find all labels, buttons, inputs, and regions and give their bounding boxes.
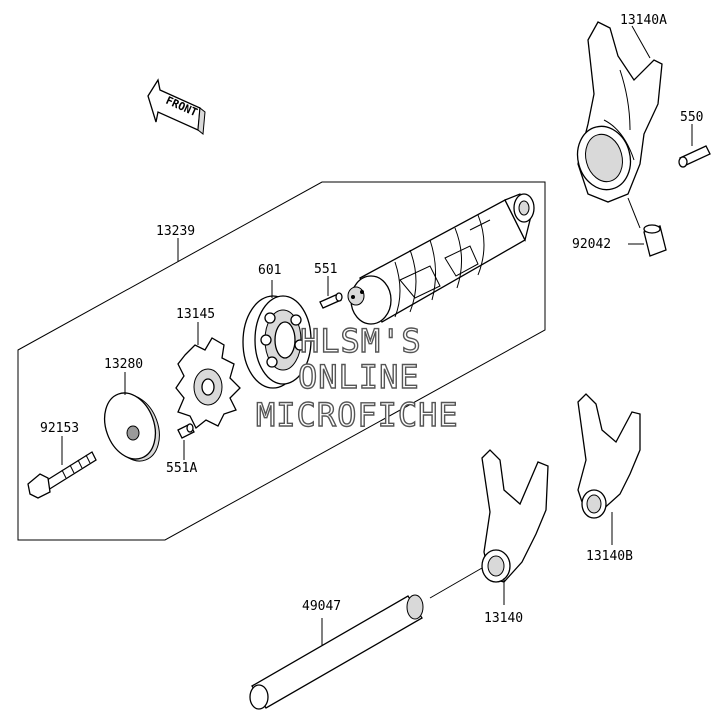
watermark-line1: HLSM'S [300,322,422,360]
label-92153: 92153 [40,421,79,436]
shift-fork-13140B [577,393,641,545]
front-arrow-icon: FRONT [147,78,206,135]
pin-551 [319,276,343,309]
drum-assembly-outline [17,181,546,541]
pin-550 [678,124,711,168]
shift-fork-13140 [481,449,549,605]
label-13239: 13239 [156,224,195,239]
bearing-601 [242,280,312,389]
label-601: 601 [258,263,281,278]
shaft-49047 [249,567,483,710]
roller-92042 [627,197,667,257]
plate-13280 [103,372,160,462]
label-550: 550 [680,110,703,125]
pin-551A [177,423,195,460]
label-551: 551 [314,262,337,277]
label-13140B: 13140B [586,549,633,564]
label-13140: 13140 [484,611,523,626]
shift-drum [347,193,535,325]
label-49047: 49047 [302,599,341,614]
label-13145: 13145 [176,307,215,322]
bolt-92153 [27,436,97,499]
watermark-line2: ONLINE [298,358,420,396]
label-92042: 92042 [572,237,611,252]
star-cam-13145 [175,322,241,430]
label-13140A: 13140A [620,13,667,28]
shift-fork-13140A [576,21,663,203]
watermark-line3: MICROFICHE [256,396,459,434]
label-551A: 551A [166,461,197,476]
label-13280: 13280 [104,357,143,372]
